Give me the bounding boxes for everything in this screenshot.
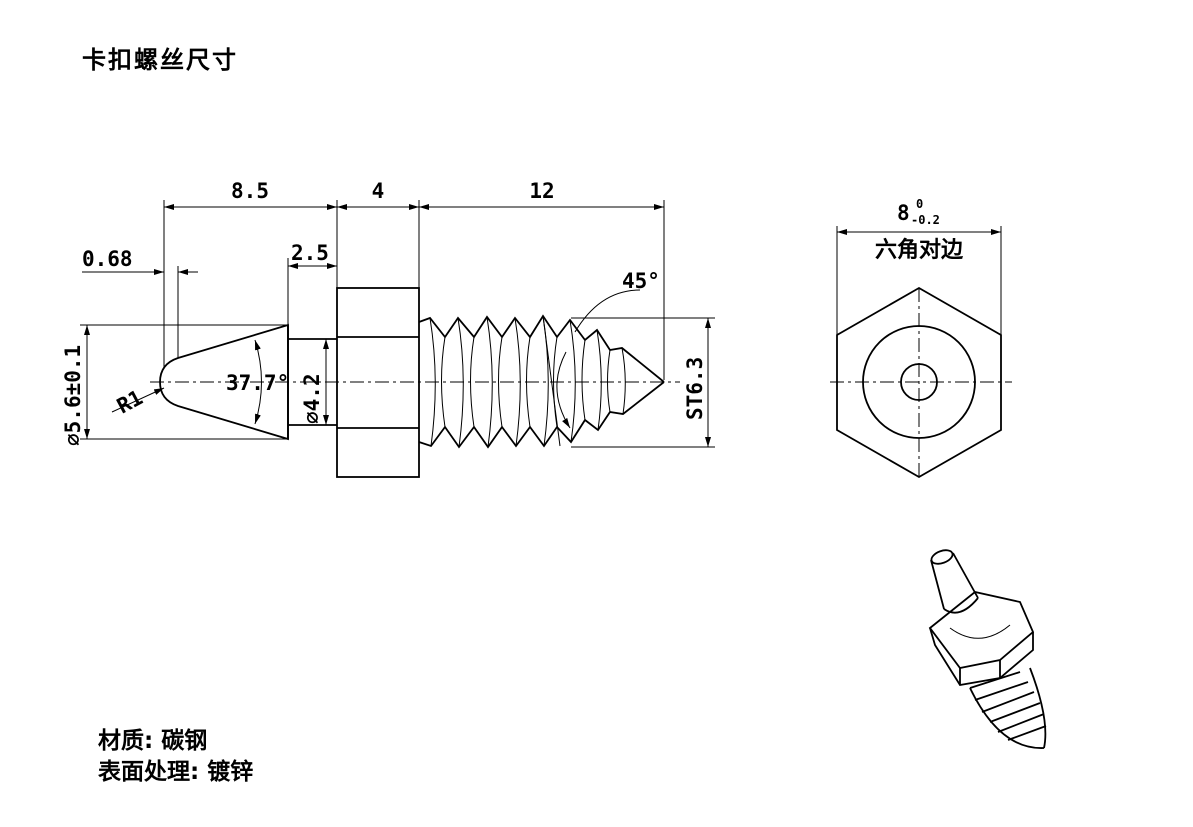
dim-8-upper: 0 — [916, 197, 923, 211]
surface-note: 表面处理: 镀锌 — [98, 759, 254, 785]
dim-8-lower: -0.2 — [911, 213, 940, 227]
dim-8: 8 — [897, 201, 910, 225]
dim-8-5: 8.5 — [231, 179, 269, 203]
cone-tip — [159, 323, 289, 441]
side-view: 8.5 4 12 0.68 2.5 ⌀5.6±0.1 R1 37.7° ⌀4.2… — [61, 179, 715, 478]
dim-2-5: 2.5 — [291, 241, 329, 265]
notes: 材质: 碳钢 表面处理: 镀锌 — [98, 726, 253, 788]
dimension-lines — [80, 200, 715, 448]
across-flats-label: 六角对边 — [875, 237, 964, 263]
dim-37-7: 37.7° — [226, 371, 289, 395]
dim-4-2: ⌀4.2 — [300, 373, 324, 424]
dimension-labels: 8.5 4 12 0.68 2.5 ⌀5.6±0.1 R1 37.7° ⌀4.2… — [61, 179, 707, 446]
material-note: 材质: 碳钢 — [98, 728, 208, 754]
dim-0-68: 0.68 — [82, 247, 133, 271]
dim-45: 45° — [622, 269, 660, 293]
dim-st6-3: ST6.3 — [683, 357, 707, 420]
drawing-title: 卡扣螺丝尺寸 — [82, 46, 238, 74]
center-hole — [900, 363, 938, 401]
bearing-circle — [862, 325, 976, 439]
dim-r1: R1 — [113, 385, 147, 418]
thread-body — [418, 314, 665, 449]
hex-nut — [336, 287, 420, 478]
dim-12: 12 — [529, 179, 554, 203]
dim-4: 4 — [372, 179, 385, 203]
isometric-view — [928, 549, 1047, 749]
end-view: 8 0 -0.2 六角对边 — [830, 197, 1012, 479]
dim-5-6: ⌀5.6±0.1 — [61, 345, 85, 446]
